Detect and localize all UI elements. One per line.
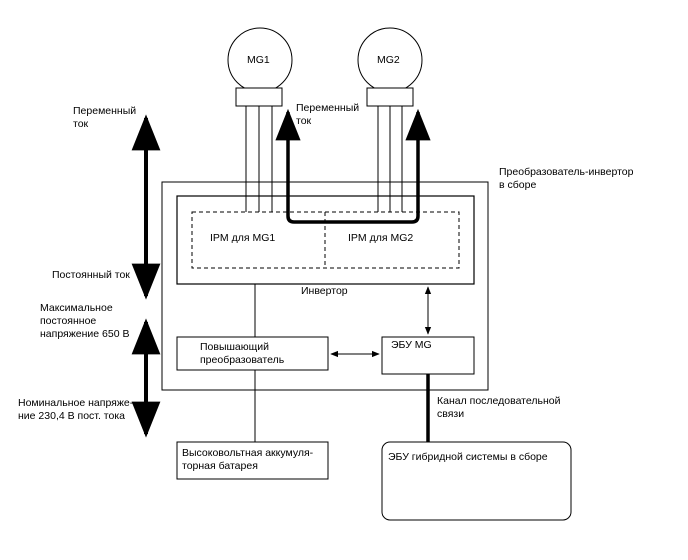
hybrid-ecu-label: ЭБУ гибридной системы в сборе [388,451,548,463]
inverter-assembly-label: Преобразователь-инвертор в сборе [499,166,634,191]
mg2-label: MG2 [377,54,400,66]
battery-label: Высоковольтная аккумуля- торная батарея [182,447,314,472]
dc-current-label: Постоянный ток [52,269,130,281]
mg1-label: MG1 [247,54,270,66]
boost-converter-box [176,336,329,371]
ecu-mg-box [381,336,475,375]
boost-converter-label: Повышающий преобразователь [200,341,285,366]
inverter-box [176,195,475,285]
mg2-power-arrow [275,108,431,224]
ac-current-label-2: Переменный ток [296,102,360,127]
mg1-motor [227,27,293,212]
ipm-mg1-label: IPM для MG1 [210,232,276,244]
inverter-assembly-box [161,181,489,391]
ac-current-label: Переменный ток [73,105,137,130]
ecu-mg-label: ЭБУ MG [391,339,432,351]
serial-channel-label: Канал последовательной связи [437,395,561,420]
nominal-voltage-label: Номинальное напряже- ние 230,4 В пост. т… [18,397,134,422]
inverter-label: Инвертор [301,285,348,297]
max-voltage-label: Максимальное постоянное напряжение 650 В [40,302,130,340]
hybrid-ecu-box [381,441,572,521]
ipm-mg2-label: IPM для MG2 [348,232,414,244]
battery-box [176,441,329,480]
mg2-motor [357,27,423,212]
